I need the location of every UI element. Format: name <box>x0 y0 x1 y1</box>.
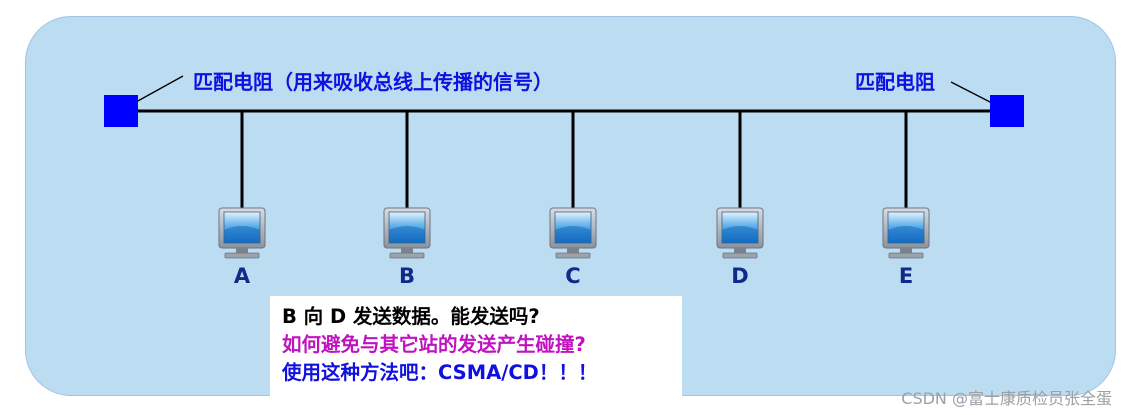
station-label-b: B <box>398 264 415 288</box>
note-line-collision: 如何避免与其它站的发送产生碰撞? <box>282 333 586 356</box>
right-resistor-block <box>990 95 1024 127</box>
monitor-icon <box>383 207 431 259</box>
explanation-note: B 向 D 发送数据。能发送吗? 如何避免与其它站的发送产生碰撞? 使用这种方法… <box>270 296 682 396</box>
station-label-d: D <box>731 264 749 288</box>
note-line-question: B 向 D 发送数据。能发送吗? <box>282 305 540 328</box>
station-label-e: E <box>898 264 914 288</box>
monitor-icon <box>882 207 930 259</box>
left-resistor-block <box>104 95 138 127</box>
station-label-c: C <box>565 264 581 288</box>
left-resistor-label: 匹配电阻（用来吸收总线上传播的信号） <box>193 70 553 94</box>
right-resistor-label: 匹配电阻 <box>855 70 935 94</box>
watermark: CSDN @富士康质检员张全蛋 <box>901 389 1112 408</box>
left-label-leader <box>135 75 184 103</box>
right-label-leader <box>950 81 993 104</box>
monitor-icon <box>218 207 266 259</box>
monitor-icon <box>716 207 764 259</box>
monitor-icon <box>549 207 597 259</box>
note-line-csma-cd: 使用这种方法吧：CSMA/CD！！！ <box>282 361 598 384</box>
station-label-a: A <box>233 264 251 288</box>
